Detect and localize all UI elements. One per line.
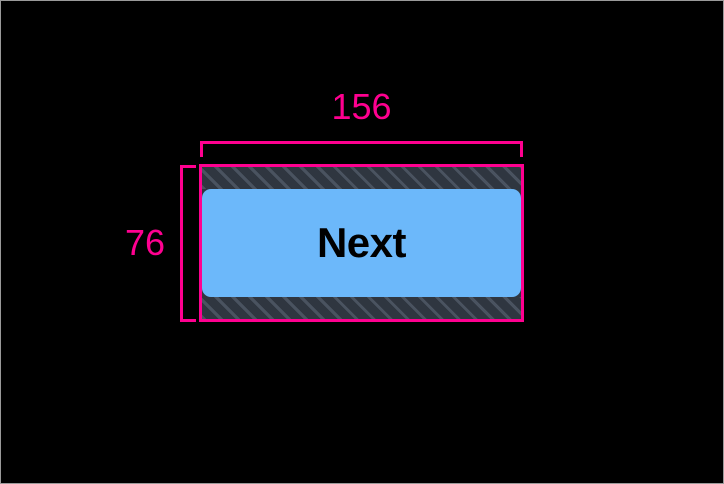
width-measurement-label: 156 — [331, 86, 392, 127]
width-dimension-bracket — [200, 141, 523, 157]
height-bracket-tick-bottom — [180, 319, 196, 322]
padding-hatch-top — [202, 167, 521, 189]
height-dimension-bracket — [180, 165, 196, 322]
measured-element-highlight: Next — [199, 164, 524, 322]
next-button-label: Next — [316, 219, 407, 266]
width-bracket-tick-left — [200, 141, 203, 157]
padding-hatch-bottom — [202, 297, 521, 319]
height-bracket-tick-top — [180, 165, 196, 168]
height-measurement-label: 76 — [124, 222, 165, 263]
width-bracket-tick-right — [520, 141, 523, 157]
width-bracket-rule — [200, 141, 523, 144]
height-bracket-rule — [180, 165, 183, 322]
next-button[interactable]: Next — [202, 189, 521, 297]
